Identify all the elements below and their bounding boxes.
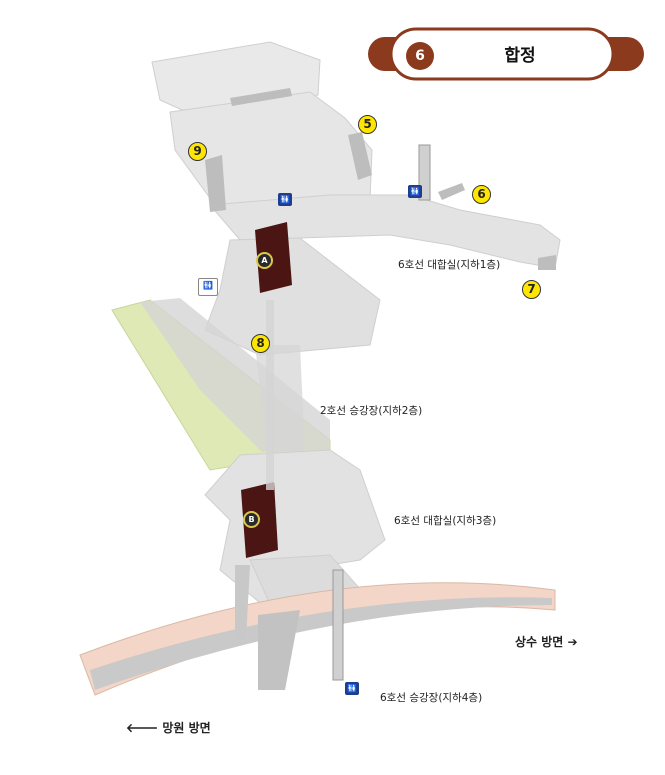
exit-7-icon: 7	[522, 280, 541, 299]
station-title-pill	[368, 27, 644, 81]
elevator-a-body	[255, 222, 292, 293]
stairs-exit9	[205, 155, 226, 212]
line-number-badge: 6	[406, 42, 434, 70]
elevator-shaft-central	[266, 300, 274, 490]
stairs-exit5	[348, 132, 372, 180]
exit-9-icon: 9	[188, 142, 207, 161]
stairs-exit7	[538, 255, 556, 270]
exit-5-icon: 5	[358, 115, 377, 134]
exit-6-icon: 6	[472, 185, 491, 204]
direction-east: 상수 방면 ➔	[515, 635, 578, 649]
elevator-b-icon: B	[243, 511, 260, 528]
restroom-icon: 🚻	[198, 278, 218, 296]
exit-8-icon: 8	[251, 334, 270, 353]
level-label-b3: 6호선 대합실(지하3층)	[394, 515, 497, 527]
b1-lower-concourse	[204, 237, 381, 356]
b4-stair-drop	[258, 610, 300, 690]
b4-column	[235, 565, 250, 640]
level-label-b2: 2호선 승강장(지하2층)	[320, 405, 423, 417]
restroom-icon: 🚻	[345, 682, 359, 695]
elevator-shaft-b4	[332, 569, 344, 681]
direction-west: 🡐 망원 방면	[126, 721, 211, 735]
station-name: 합정	[504, 46, 536, 66]
elevator-a-icon: A	[256, 252, 273, 269]
stairs-exit6	[438, 183, 465, 200]
level-label-b4: 6호선 승강장(지하4층)	[380, 692, 483, 704]
stairs-b1-upper	[230, 88, 292, 106]
line6-platform-band	[90, 597, 552, 690]
restroom-icon: 🚻	[278, 193, 292, 206]
elevator-shaft-b1	[418, 144, 431, 201]
level-label-b1: 6호선 대합실(지하1층)	[398, 259, 501, 271]
restroom-icon: 🚻	[408, 185, 422, 198]
